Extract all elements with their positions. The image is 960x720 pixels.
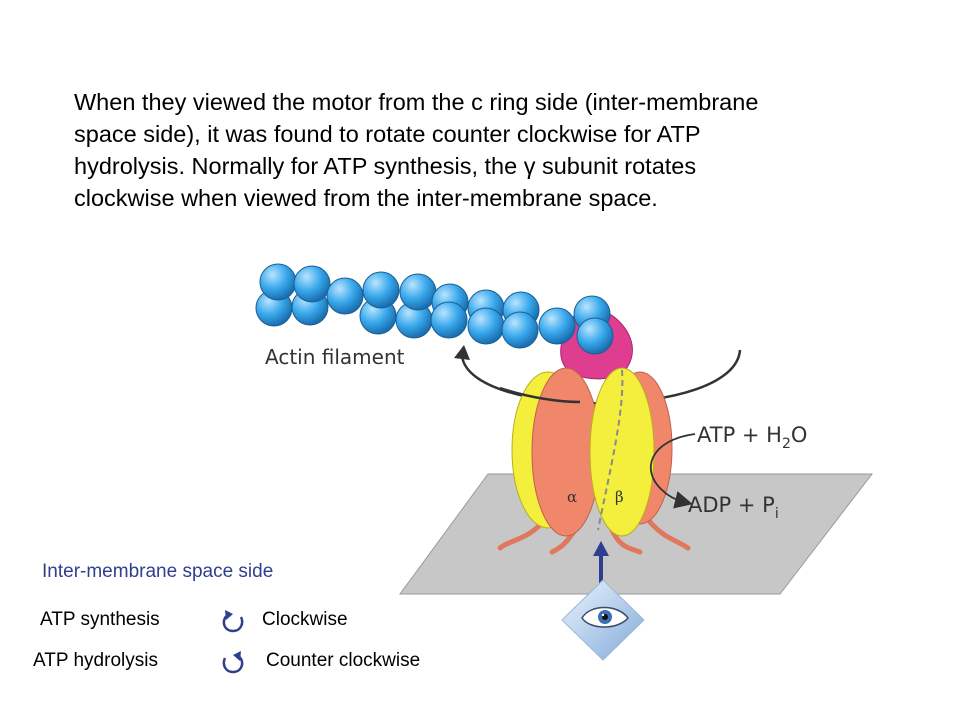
legend-term: ATP hydrolysis <box>33 650 158 671</box>
rotation-arrowhead <box>454 345 470 360</box>
legend-desc: Clockwise <box>262 609 348 630</box>
actin-bead <box>293 265 331 303</box>
actin-bead <box>467 307 505 345</box>
legend-row-synthesis: ATP synthesis Clockwise <box>0 609 480 635</box>
actin-bead <box>576 317 614 355</box>
actin-filament <box>255 263 614 355</box>
actin-filament-label: Actin filament <box>265 345 405 369</box>
rotation-arc-front <box>499 386 581 404</box>
intro-line-3: hydrolysis. Normally for ATP synthesis, … <box>74 153 697 179</box>
counter-clockwise-arrow-icon <box>222 651 244 674</box>
gamma-shaft <box>597 369 624 531</box>
actin-bead <box>430 301 468 339</box>
intro-line-4: clockwise when viewed from the inter-mem… <box>74 185 658 211</box>
legend-desc: Counter clockwise <box>266 650 421 671</box>
membrane-plane <box>399 473 874 595</box>
intro-line-1: When they viewed the motor from the c ri… <box>74 89 759 115</box>
adp-pi-label: ADP + Pi <box>688 493 779 522</box>
actin-bead <box>501 311 539 349</box>
eye-icon <box>561 579 645 661</box>
inter-membrane-side-label: Inter-membrane space side <box>42 561 274 582</box>
clockwise-arrow-icon <box>222 610 244 633</box>
actin-bead <box>538 307 576 345</box>
intro-paragraph: When they viewed the motor from the c ri… <box>74 86 874 214</box>
atp-h2o-label: ATP + H2O <box>697 423 807 452</box>
intro-line-2: space side), it was found to rotate coun… <box>74 121 701 147</box>
view-arrowhead <box>593 541 609 556</box>
actin-bead <box>399 273 437 311</box>
beta-label: β <box>615 488 624 506</box>
alpha-label: α <box>567 488 577 506</box>
legend-row-hydrolysis: ATP hydrolysis Counter clockwise <box>0 650 480 676</box>
subunit-foot <box>497 519 691 555</box>
actin-bead <box>362 271 400 309</box>
legend-term: ATP synthesis <box>40 609 160 630</box>
reaction-arrow <box>649 433 696 509</box>
actin-bead <box>259 263 297 301</box>
actin-bead <box>326 277 364 315</box>
